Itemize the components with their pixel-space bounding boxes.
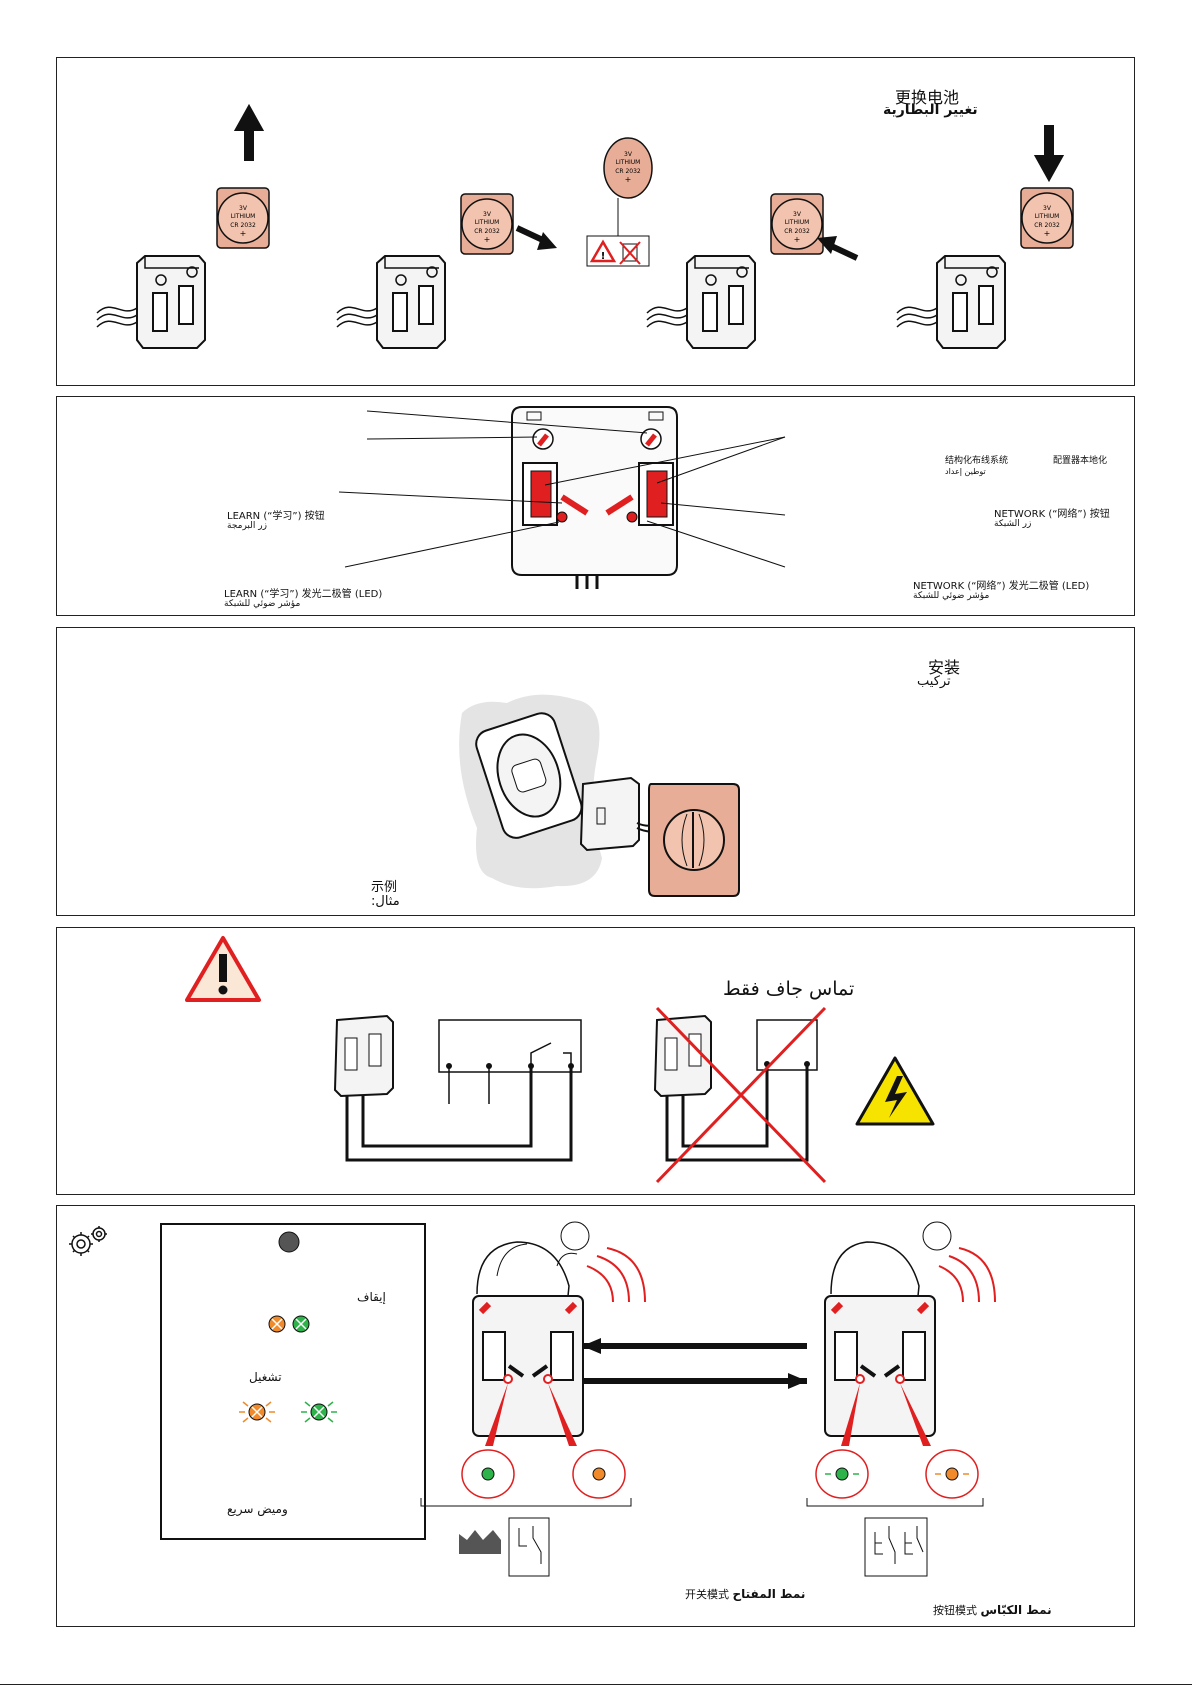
svg-text:!: ! [601,251,606,262]
correct-wiring [333,1014,582,1162]
button-mode-label-ar: نمط الكبّاس [980,1603,1052,1617]
example-label-cn: 示例 [371,880,398,895]
button-mode-module [806,1221,996,1577]
battery-steps-illustration: 3V LITHIUM CR 2032 + 3V LITHIUM CR 2032 … [96,103,1074,349]
config-label-cn: 配置器本地化 [1053,456,1108,466]
incorrect-wiring [653,1006,827,1184]
wiring-panel: تماس جاف فقط [56,927,1135,1195]
struct-label-cn: 结构化布线系统 [945,456,1009,466]
switch-mode-label: 开关模式 نمط المفتاح [685,1586,805,1602]
network-led-label-cn: NETWORK (“网络”) 发光二极管 (LED) [913,581,1090,592]
modes-diagram [69,1221,996,1577]
install-title-ar: تركيب [917,674,951,689]
install-panel: 安装 تركيب 示例 مثال: [56,627,1135,916]
controls-panel: 配置器本地化 结构化布线系统 توطين إعداد NETWORK (“网络”… [56,396,1135,616]
example-label-ar: مثال: [371,894,400,909]
network-led-label-ar: مؤشر ضوئي للشبكة [913,591,990,601]
led-orange-green-blinking [239,1401,337,1423]
battery-title-ar: تغيير البطارية [883,102,978,118]
learn-button-label-cn: LEARN (“学习”) 按钮 [227,511,325,522]
switch-mode-module [420,1221,646,1577]
learn-led-label-cn: LEARN (“学习”) 发光二极管 (LED) [224,589,383,600]
high-voltage-icon [855,1056,935,1126]
setup-label-ar: توطين إعداد [945,467,986,476]
button-mode-label-cn: 按钮模式 [933,1604,977,1617]
switch-mode-label-cn: 开关模式 [685,1588,729,1601]
battery-warning-icon: 3V LITHIUM CR 2032 + ! [586,137,653,267]
install-title-cn: 安装 [928,658,961,677]
button-mode-label: 按钮模式 نمط الكبّاس [933,1602,1052,1618]
svg-text:+: + [625,175,632,184]
off-label-ar: إيقاف [357,1290,386,1304]
controls-diagram [338,406,786,589]
modes-panel: إيقاف تشغيل وميض سريع 开关模式 نمط المفتاح 按… [56,1205,1135,1627]
network-button-label-cn: NETWORK (“网络”) 按钮 [994,509,1110,520]
svg-text:LITHIUM: LITHIUM [616,159,641,166]
switch-mode-label-ar: نمط المفتاح [732,1587,806,1601]
warning-icon [185,936,261,1002]
battery-panel: 更换电池 تغيير البطارية 3V LITHIUM CR 2032 + [56,57,1135,386]
settings-icon [69,1226,107,1256]
dry-contact-label-ar: تماس جاف فقط [723,978,855,1000]
led-orange-green-steady [268,1315,310,1333]
svg-text:3V: 3V [624,151,633,158]
learn-led-label-ar: مؤشر ضوئي للشبكة [224,599,301,609]
fast-blink-label-ar: وميض سريع [227,1502,288,1516]
network-button-label-ar: زر الشبكة [994,519,1032,529]
learn-button-label-ar: زر البرمجة [227,521,267,531]
on-label-ar: تشغيل [249,1370,282,1384]
mode-toggle-arrows [582,1338,807,1389]
svg-text:CR 2032: CR 2032 [615,168,641,175]
battery-title-cn: 更换电池 [895,88,960,107]
install-illustration [459,694,740,897]
wiring-diagram [185,936,935,1184]
